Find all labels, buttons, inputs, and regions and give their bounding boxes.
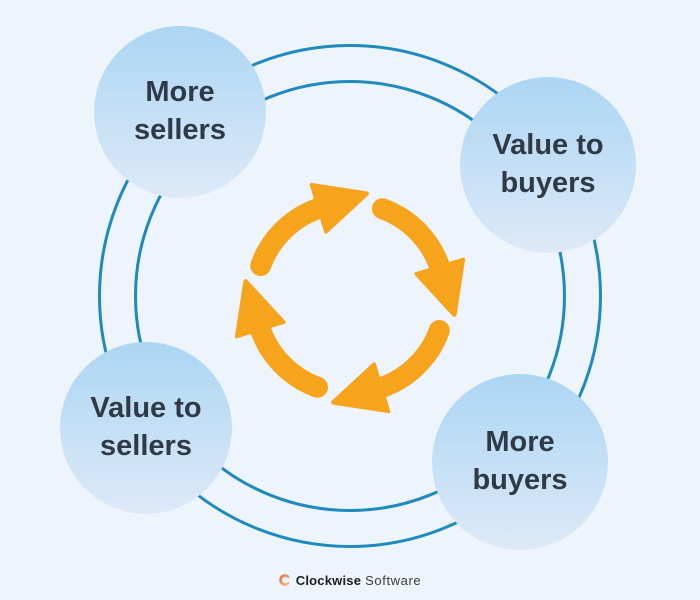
node-more-sellers: More sellers [94,26,266,198]
node-value-to-sellers: Value to sellers [60,342,232,514]
node-more-buyers: More buyers [432,374,608,550]
brand-name-bold: Clockwise [295,573,362,588]
node-value-to-buyers-label: Value to buyers [492,129,604,199]
clockwise-logo-c-icon [279,574,290,586]
cycle-arrows-icon [225,173,475,423]
inner-ring [134,80,566,512]
node-value-to-sellers-label: Value to sellers [90,392,202,462]
brand-name-regular: Software [365,573,422,588]
node-more-buyers-label: More buyers [472,426,568,496]
node-more-sellers-label: More sellers [134,76,226,146]
outer-ring [98,44,602,548]
node-value-to-buyers: Value to buyers [460,77,636,253]
